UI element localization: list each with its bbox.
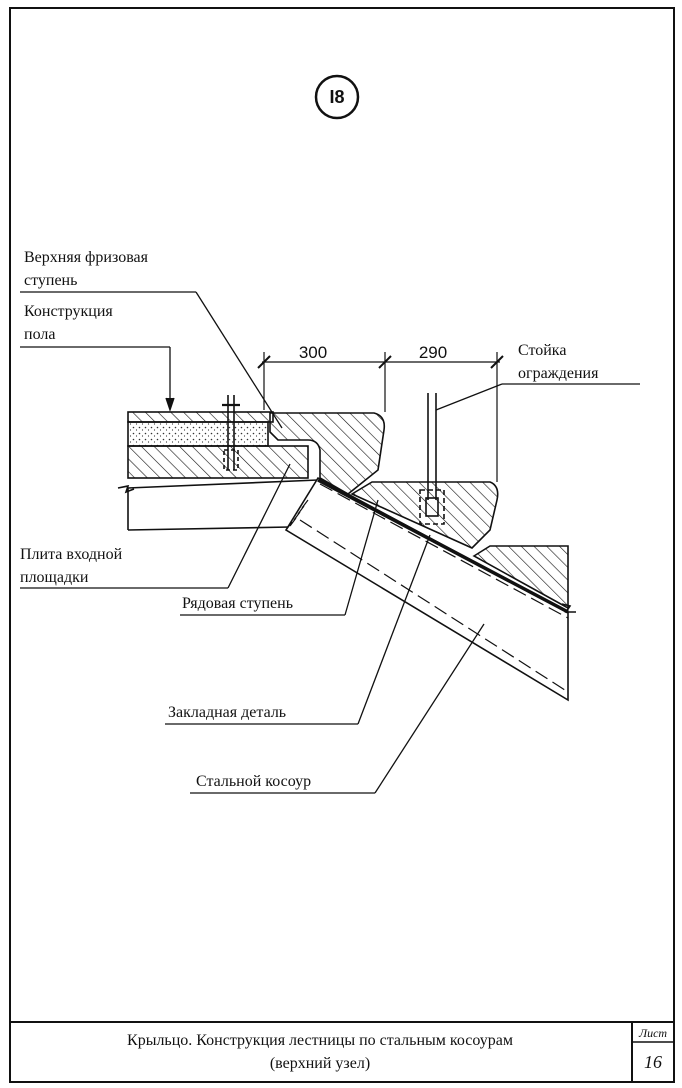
ordinary-step-2 [472, 545, 569, 610]
slab-break-line [117, 484, 135, 494]
label-steel-stringer: Стальной косоур [196, 773, 311, 790]
title-line-1: Крыльцо. Конструкция лестницы по стальны… [127, 1032, 513, 1049]
label-upper-frieze-step-2: ступень [24, 272, 77, 289]
slab-bottom [127, 526, 291, 531]
title-line-2: (верхний узел) [270, 1055, 370, 1072]
node-marker: I8 [314, 74, 360, 120]
label-railing-post-2: ограждения [518, 365, 599, 382]
node-number: I8 [329, 87, 344, 107]
label-floor-construction-2: пола [24, 326, 55, 343]
anchor-bolt-left [222, 395, 240, 471]
stringer-break-line [561, 603, 576, 613]
weld-marks [285, 499, 309, 531]
dimension-290: 290 [419, 343, 447, 362]
ordinary-step-1 [350, 481, 499, 549]
embedded-part-plate [317, 478, 569, 614]
label-embedded-part: Закладная деталь [168, 704, 286, 721]
floor-screed [127, 421, 269, 447]
label-ordinary-step: Рядовая ступень [182, 595, 293, 612]
label-entrance-slab-2: площадки [20, 569, 89, 586]
slab-underside [127, 479, 319, 489]
entrance-slab [127, 445, 309, 479]
dimension-300: 300 [299, 343, 327, 362]
title-block: Крыльцо. Конструкция лестницы по стальны… [10, 1021, 674, 1082]
upper-frieze-step [269, 412, 386, 495]
sheet-number: 16 [644, 1052, 662, 1072]
sheet-frame [9, 7, 675, 1083]
railing-post [419, 393, 445, 525]
floor-finish-layer [127, 411, 274, 423]
label-upper-frieze-step-1: Верхняя фризовая [24, 249, 149, 266]
stair-section-drawing [20, 291, 640, 794]
label-floor-construction-1: Конструкция [24, 303, 113, 320]
leader-lines [20, 291, 640, 794]
sheet-label: Лист [638, 1026, 667, 1040]
label-entrance-slab-1: Плита входной [20, 546, 123, 563]
label-railing-post-1: Стойка [518, 342, 566, 359]
